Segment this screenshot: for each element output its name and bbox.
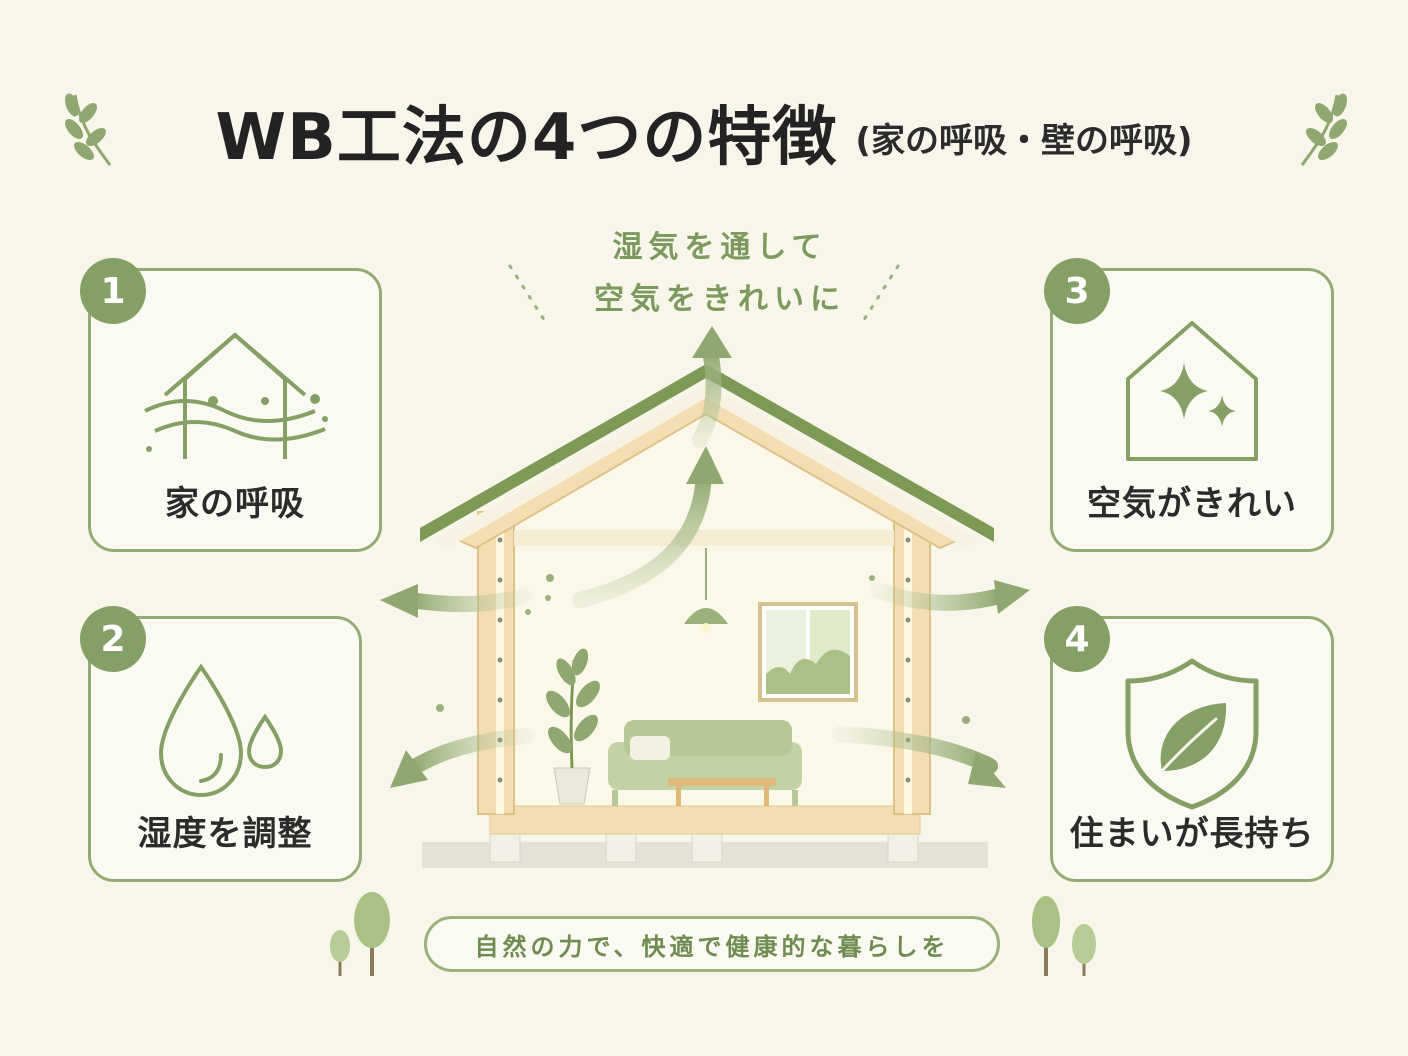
right-wall-inner xyxy=(904,512,912,814)
feature-2-label: 湿度を調整 xyxy=(137,814,313,854)
lamp-bulb xyxy=(701,623,711,633)
tree-left-icon xyxy=(330,892,390,976)
bottom-message: 自然の力で、快適で健康的な暮らしを xyxy=(474,932,950,961)
dotted-rays xyxy=(508,264,900,328)
sofa-cushion xyxy=(630,736,670,760)
house-breathing-icon xyxy=(144,333,328,459)
top-caption-line2: 空気をきれいに xyxy=(594,282,846,317)
foundation-block xyxy=(887,831,919,863)
feature-1-label: 家の呼吸 xyxy=(165,484,305,524)
pendant-lamp xyxy=(684,608,728,624)
feature-card-1: 家の呼吸 xyxy=(88,268,382,552)
laurel-left-icon xyxy=(65,93,112,166)
title-subtitle: (家の呼吸・壁の呼吸) xyxy=(855,120,1193,161)
top-caption-line1: 湿気を通して xyxy=(612,230,828,265)
feature-1-badge: 1 xyxy=(80,258,146,324)
plant-leaves xyxy=(546,648,600,754)
foundation-block xyxy=(691,831,723,863)
laurel-right-icon xyxy=(1300,93,1347,166)
feature-3-badge: 3 xyxy=(1044,258,1110,324)
airflow-arrows xyxy=(380,326,1030,788)
tree-right-icon xyxy=(1032,896,1096,976)
feature-card-4: 住まいが長持ち xyxy=(1050,616,1334,882)
coffee-table xyxy=(668,778,776,786)
feature-4-label: 住まいが長持ち xyxy=(1069,814,1315,854)
floor xyxy=(489,805,921,835)
leaf-shield-icon xyxy=(1125,658,1259,810)
page-title: WB工法の4つの特徴 (家の呼吸・壁の呼吸) xyxy=(0,82,1408,182)
foundation-block xyxy=(489,831,521,863)
water-drops-icon xyxy=(158,663,284,798)
window-trees xyxy=(766,649,850,694)
left-wall-inner xyxy=(496,512,504,814)
top-caption: 湿気を通して 空気をきれいに xyxy=(520,222,920,326)
plant-pot xyxy=(553,767,591,805)
bottom-message-pill: 自然の力で、快適で健康的な暮らしを xyxy=(424,916,1000,972)
feature-3-label: 空気がきれい xyxy=(1087,484,1297,524)
feature-4-badge: 4 xyxy=(1044,606,1110,672)
ceiling-beam xyxy=(514,530,894,546)
floating-dots xyxy=(436,574,970,724)
feature-2-badge: 2 xyxy=(80,606,146,672)
sparkle-house-icon xyxy=(1126,321,1258,461)
foundation-block xyxy=(605,831,637,863)
title-main: WB工法の4つの特徴 xyxy=(215,101,838,175)
